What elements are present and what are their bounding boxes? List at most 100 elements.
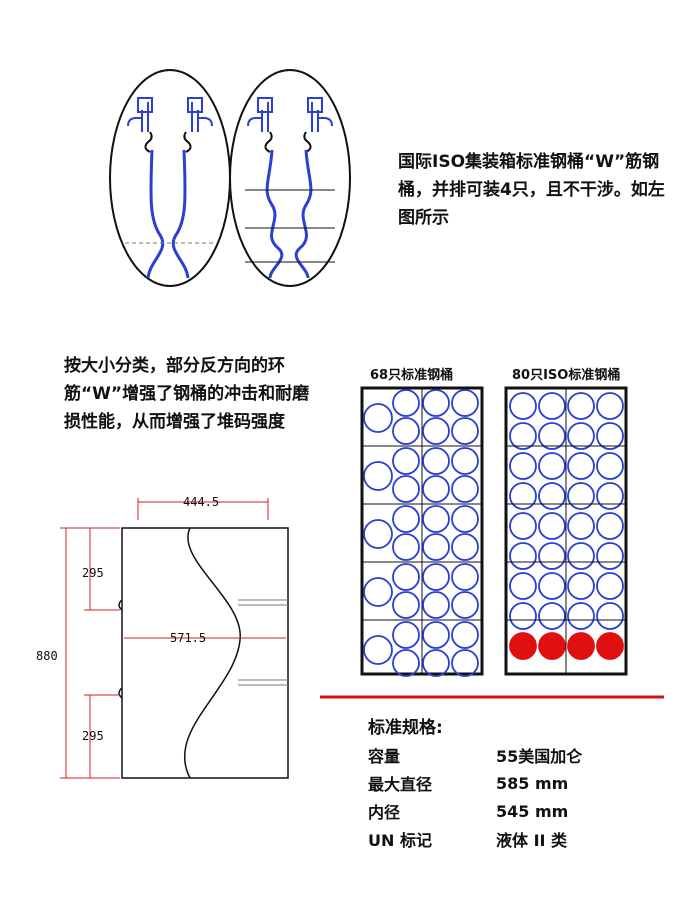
spec-table: 容量 55美国加仑 最大直径 585 mm 内径 545 mm UN 标记 液体 II … [368, 741, 668, 853]
drum-circle [596, 482, 624, 510]
drum-circle [422, 621, 450, 649]
dim-height: 880 [36, 649, 58, 663]
drum-circle [451, 447, 479, 475]
drum-circle [422, 563, 450, 591]
drum-circle [451, 649, 479, 677]
drum-circle [392, 447, 420, 475]
ring-section-right [229, 69, 351, 287]
drum-circle [422, 505, 450, 533]
spec-value: 585 mm [496, 773, 569, 793]
drum-circle [363, 519, 393, 549]
dim-top-width: 444.5 [183, 495, 219, 509]
drum-circle [392, 591, 420, 619]
spec-label: UN 标记 [368, 831, 432, 850]
ring-section-left [109, 69, 231, 287]
drum-circle [363, 577, 393, 607]
intro-text-2: 按大小分类，部分反方向的环筋“W”增强了钢桶的冲击和耐磨损性能，从而增强了堆码强… [64, 356, 310, 432]
drum-circle [509, 542, 537, 570]
intro-text-1: 国际ISO集装箱标准钢桶“W”筋钢桶，并排可装4只，且不干涉。如左图所示 [398, 152, 665, 228]
spec-value: 55美国加仑 [496, 747, 583, 766]
drum-circle [363, 403, 393, 433]
drum-circle [596, 542, 624, 570]
caption-80-drums: 80只ISO标准钢桶 [512, 368, 621, 383]
spec-value: 液体 II 类 [496, 831, 568, 850]
dim-upper-segment: 295 [82, 566, 104, 580]
drum-circle-highlight [567, 632, 595, 660]
drum-circle-highlight [538, 632, 566, 660]
spec-title: 标准规格: [368, 718, 443, 738]
drum-circle [422, 475, 450, 503]
drum-circle [538, 602, 566, 630]
drum-circle [422, 447, 450, 475]
drum-circle [509, 572, 537, 600]
spec-value: 545 mm [496, 801, 569, 821]
drum-circle [392, 563, 420, 591]
drum-circle [422, 389, 450, 417]
drum-circle [422, 417, 450, 445]
drum-circle [363, 635, 393, 665]
drum-circle [567, 602, 595, 630]
drum-circle [538, 422, 566, 450]
drum-circle [392, 505, 420, 533]
drum-circle [596, 392, 624, 420]
container-80 [504, 386, 628, 676]
drum-circle [567, 392, 595, 420]
drum-circle [509, 482, 537, 510]
drum-circle-highlight [596, 632, 624, 660]
container-68 [360, 386, 484, 677]
drum-circle [392, 621, 420, 649]
drum-circle [567, 482, 595, 510]
drum-circle [451, 621, 479, 649]
drum-circle [596, 602, 624, 630]
drum-circle [451, 417, 479, 445]
drum-circle [509, 602, 537, 630]
drum-circle [392, 649, 420, 677]
drum-circle [392, 417, 420, 445]
drum-circle [392, 475, 420, 503]
drum-circle [538, 482, 566, 510]
drum-circle [596, 452, 624, 480]
drum-circle [567, 452, 595, 480]
drum-circle [596, 512, 624, 540]
drum-circle [509, 452, 537, 480]
spec-row: 内径 545 mm [368, 797, 668, 825]
drum-circle [538, 542, 566, 570]
drum-circle [596, 422, 624, 450]
drum-circle [422, 533, 450, 561]
dim-body-width: 571.5 [170, 631, 206, 645]
drum-circle [392, 389, 420, 417]
drum-circle [451, 475, 479, 503]
drum-circle-highlight [509, 632, 537, 660]
drum-circle [422, 649, 450, 677]
drum-circle [451, 505, 479, 533]
drum-circle [509, 512, 537, 540]
drum-circle [451, 591, 479, 619]
spec-label: 内径 [368, 803, 401, 822]
drum-circle [392, 533, 420, 561]
drum-circle [363, 461, 393, 491]
drum-circle [567, 542, 595, 570]
drum-circle [567, 422, 595, 450]
spec-row: 最大直径 585 mm [368, 769, 668, 797]
caption-68-drums: 68只标准钢桶 [370, 368, 454, 383]
drum-circle [422, 591, 450, 619]
drum-circle [538, 572, 566, 600]
drum-circle [509, 422, 537, 450]
spec-label: 容量 [368, 747, 401, 766]
dim-lower-segment: 295 [82, 729, 104, 743]
drum-drawing [60, 498, 289, 779]
drum-circle [451, 563, 479, 591]
drum-circle [538, 452, 566, 480]
drum-circle [451, 389, 479, 417]
drum-circle [596, 572, 624, 600]
spec-label: 最大直径 [368, 775, 433, 794]
drum-circle [509, 392, 537, 420]
drum-circle [567, 572, 595, 600]
drum-circle [538, 512, 566, 540]
spec-row: UN 标记 液体 II 类 [368, 825, 668, 853]
drum-circle [451, 533, 479, 561]
drum-circle [538, 392, 566, 420]
spec-row: 容量 55美国加仑 [368, 741, 668, 769]
drum-circle [567, 512, 595, 540]
